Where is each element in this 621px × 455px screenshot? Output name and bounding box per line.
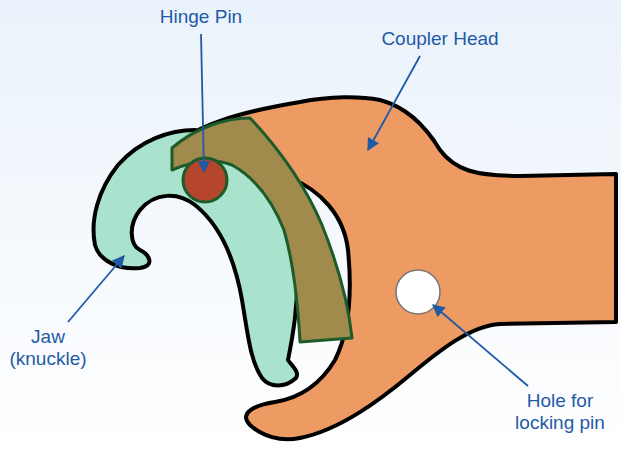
part-label: Coupler Head — [350, 28, 530, 50]
leader-line — [368, 56, 420, 150]
leader-line — [201, 34, 204, 172]
locking-pin-hole — [396, 270, 440, 314]
part-label: Hinge Pin — [121, 6, 281, 28]
part-label: Hole for locking pin — [505, 390, 615, 434]
leader-line — [68, 256, 124, 322]
part-label: Jaw (knuckle) — [5, 326, 91, 370]
knuckle-overlap — [172, 118, 352, 342]
leader-line — [433, 305, 528, 386]
hinge-pin — [183, 158, 227, 202]
